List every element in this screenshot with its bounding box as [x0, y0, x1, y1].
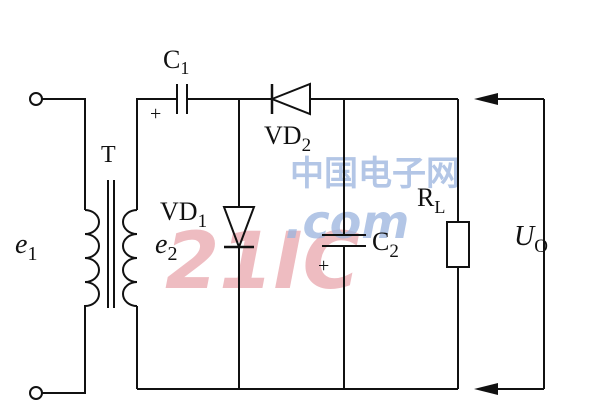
label-vd1: VD1 [160, 197, 207, 232]
label-t: T [101, 142, 116, 168]
label-c1-plus: + [150, 103, 161, 125]
watermark-dotcom: .com [285, 195, 409, 249]
label-vd2: VD2 [264, 121, 311, 156]
uo-arrow-top [474, 93, 498, 105]
secondary-wire-top [136, 98, 168, 210]
primary-winding [84, 209, 100, 307]
label-c1: C1 [163, 45, 189, 78]
label-e2: e2 [155, 229, 177, 265]
watermark-cn: 中国电子网 [290, 154, 460, 194]
primary-wire-bottom [42, 305, 86, 394]
secondary-winding [122, 209, 138, 307]
primary-wire-top [42, 98, 86, 210]
label-rl: RL [417, 183, 445, 217]
label-c2: C2 [372, 227, 399, 262]
label-c2-plus: + [318, 255, 329, 277]
watermark: 中国电子网 21IC .com [165, 154, 460, 307]
input-terminal-top [29, 92, 43, 106]
diode-vd1 [222, 206, 256, 250]
input-terminal-bottom [29, 386, 43, 400]
uo-arrow-bottom [474, 383, 498, 395]
label-uo: UO [514, 221, 548, 257]
diode-vd2 [269, 82, 311, 116]
label-e1: e1 [15, 229, 37, 265]
load-resistor [446, 221, 470, 268]
wires [29, 84, 545, 400]
watermark-21ic: 21IC [165, 217, 360, 307]
